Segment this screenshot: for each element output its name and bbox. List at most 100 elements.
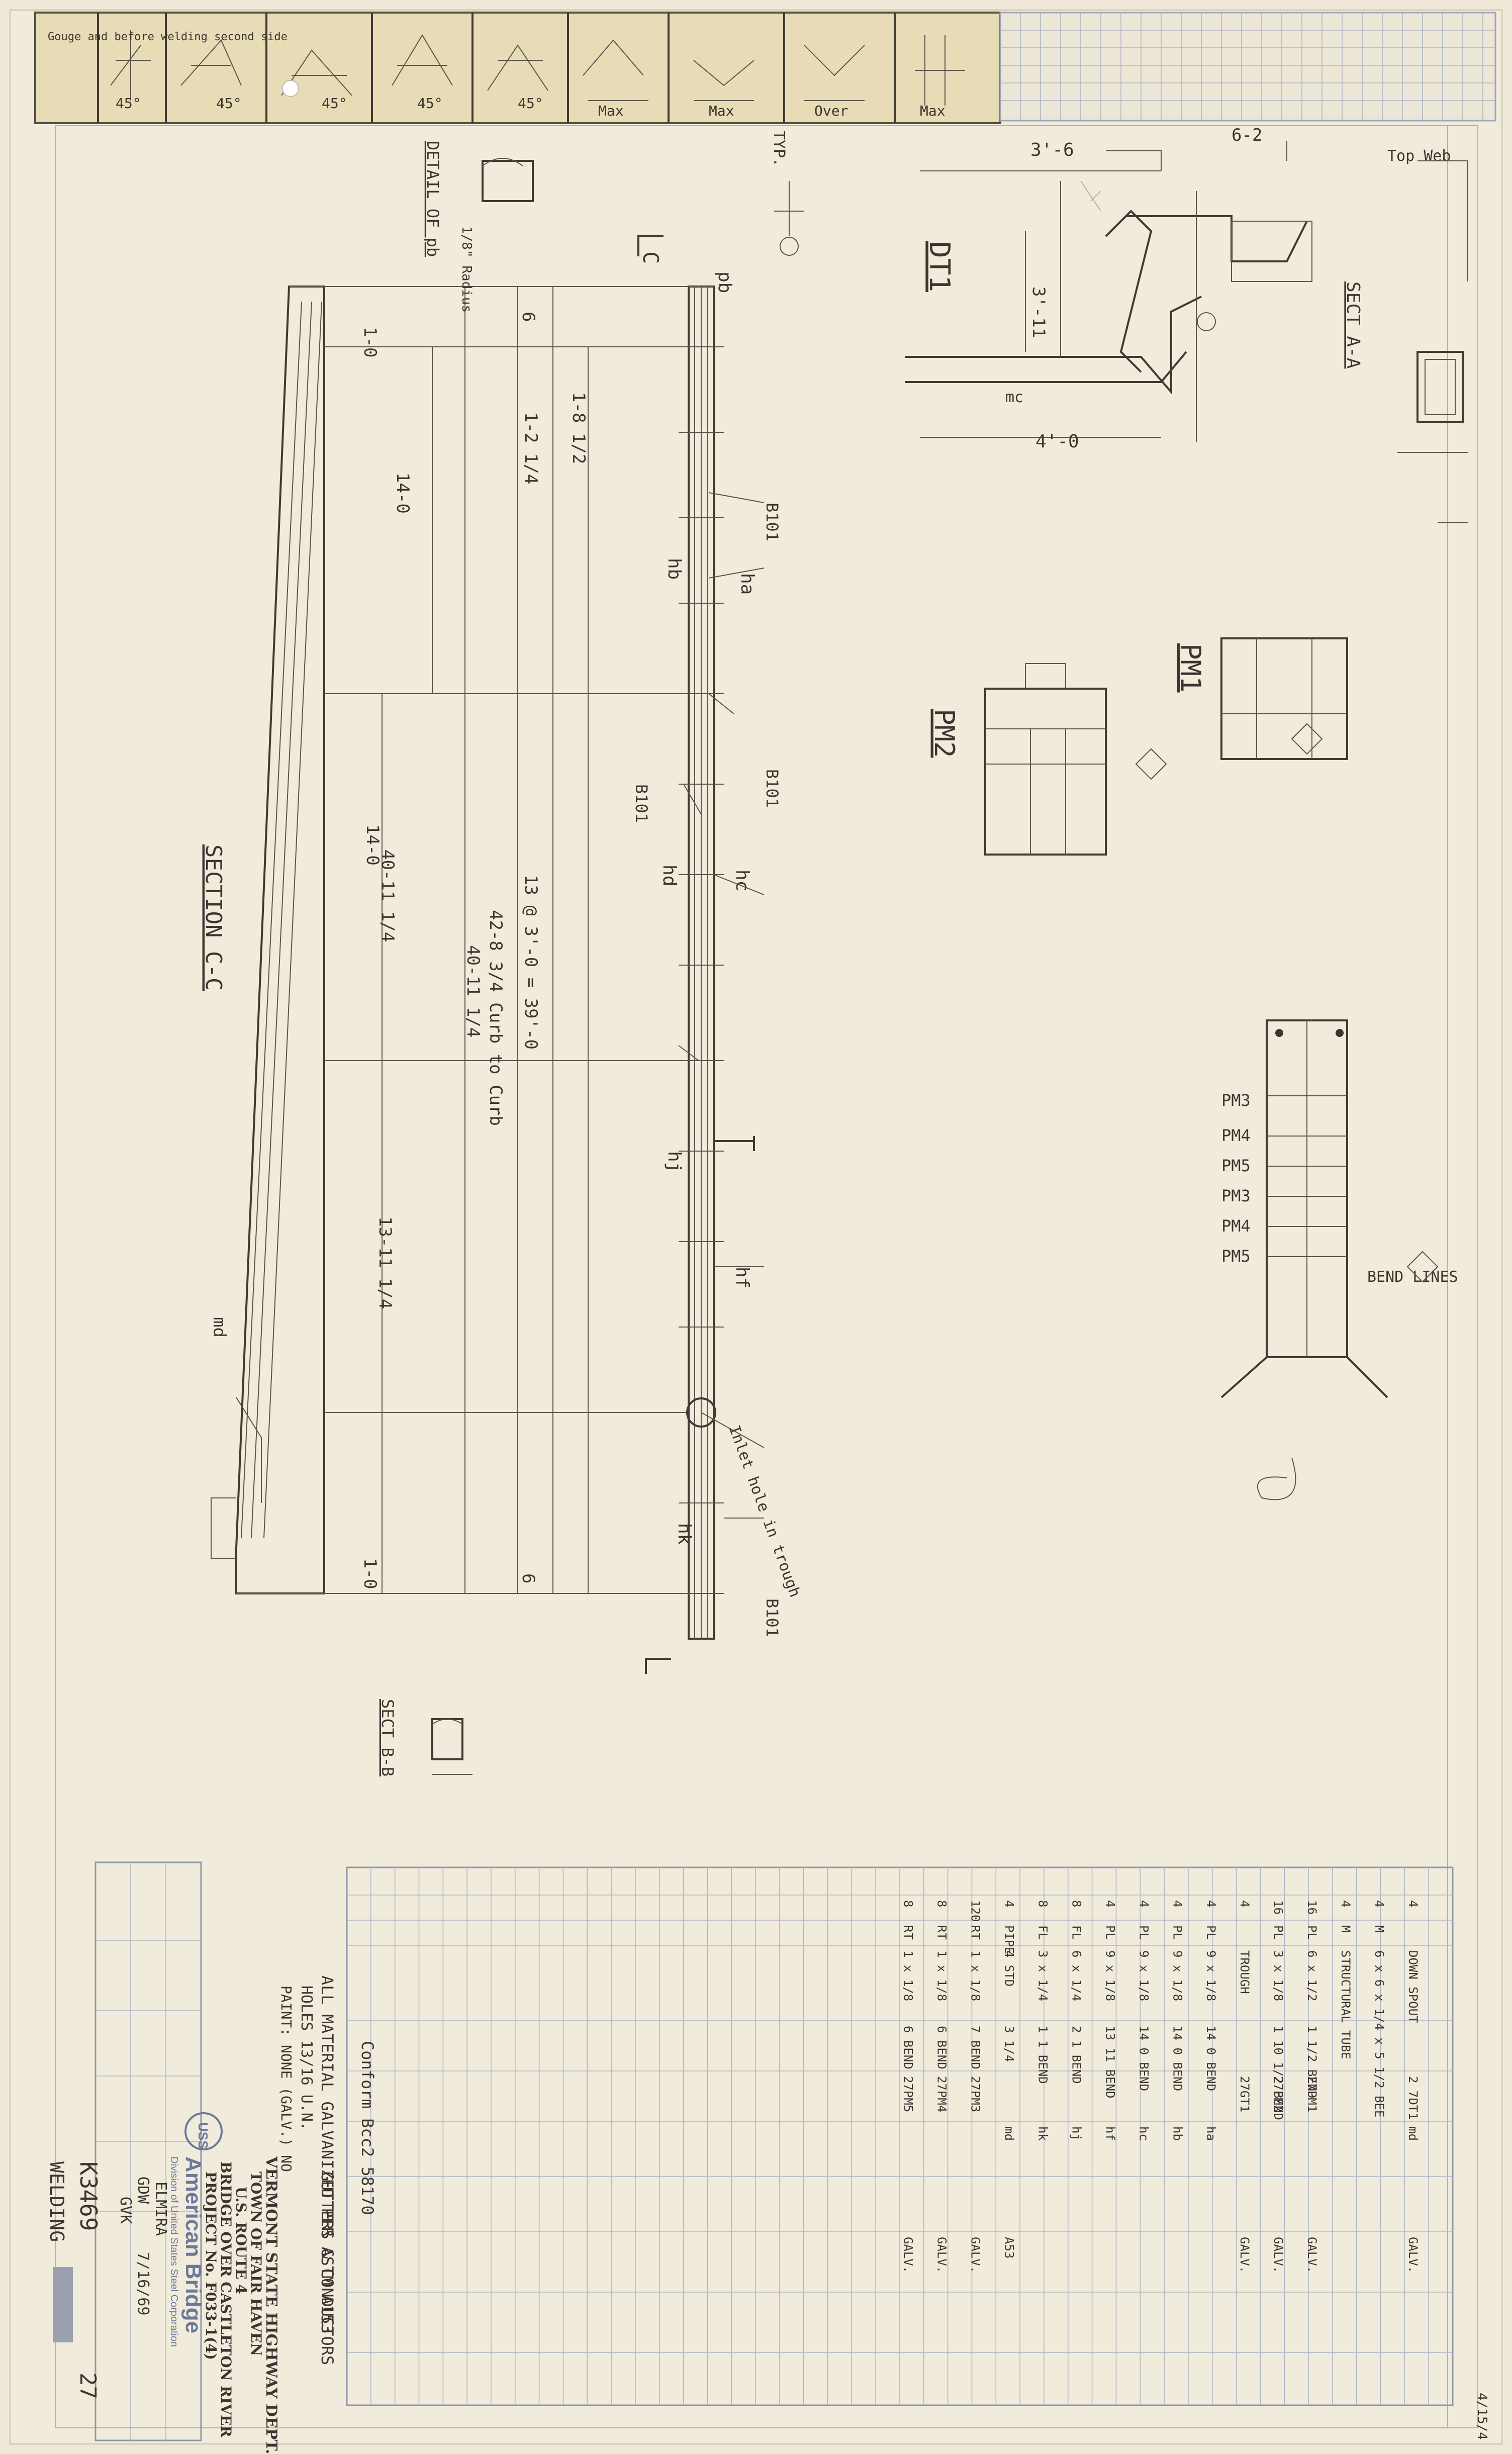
detail-pm345: PM3 PM4 PM5 PM3 PM4 PM5 BEND LINES [1220, 1019, 1458, 1500]
pm-label: PM4 [1221, 1216, 1251, 1236]
bill-cell-length: 1 1/2 BEND [1305, 2026, 1319, 2099]
bill-cell-section: 9 x 1/8 [1137, 1950, 1151, 2001]
bill-cell-qty: 8 [935, 1900, 949, 1907]
project-number: PROJECT No. F033-1(4) [203, 2172, 219, 2360]
section-mark-c: C [638, 251, 663, 264]
mark-hc: hc [732, 870, 752, 891]
bill-cell-remarks: GALV. [1305, 2237, 1319, 2273]
mark-mc: mc [1005, 389, 1023, 406]
bill-cell-section: 6 x 6 x 1/4 x 5 1/2 BEE [1372, 1950, 1386, 2117]
bill-cell-length: 14 0 BEND [1137, 2026, 1151, 2091]
bill-cell-qty: 4 [1204, 1900, 1218, 1907]
title-block: VERMONT STATE HIGHWAY DEPT. TOWN OF FAIR… [46, 1861, 1489, 2454]
bill-cell-qty: 4 [1339, 1900, 1353, 1907]
bill-cell-length: 7 BEND [969, 2026, 983, 2069]
weld-max-label: Max [920, 103, 946, 119]
bill-cell-qty: 4 [1103, 1900, 1117, 1907]
bolt-callout: B101 [763, 1598, 782, 1637]
bill-cell-section: 1 x 1/8 [935, 1950, 949, 2001]
section-aa-title: SECT A-A [1343, 281, 1363, 369]
bill-cell-assembly: hf [1103, 2126, 1117, 2141]
dim-length: 13-11 1/4 [375, 1216, 395, 1309]
dt1-dim: 3'-11 [1028, 287, 1049, 338]
bill-cell-qty: 4 [1406, 1900, 1420, 1907]
bill-cell-mark: M [1339, 1925, 1353, 1932]
bill-cell-mark: RT [935, 1925, 949, 1940]
dim-length: 40-11 1/4 [377, 850, 398, 942]
sheet-bar [53, 2267, 73, 2342]
dt1-dim: 6-2 [1232, 125, 1262, 145]
note-paint: PAINT: NONE (GALV.) NO [278, 1986, 295, 2172]
bill-cell-mark: PL [1305, 1925, 1319, 1940]
dim-length: 14-0 [393, 473, 413, 514]
bill-cell-length: 13 11 BEND [1103, 2026, 1117, 2099]
bill-cell-section: 6 x 1/2 [1305, 1950, 1319, 2001]
bill-cell-section: 9 x 1/8 [1170, 1950, 1184, 2001]
bill-cell-mark: M [1372, 1925, 1386, 1932]
dt1-dim: 4'-0 [1035, 431, 1079, 452]
weld-symbol-strip: Gouge and before welding second side 45°… [34, 12, 1001, 124]
bill-cell-assembly: hc [1137, 2126, 1151, 2141]
weld-angle-label: 45° [518, 95, 543, 112]
contract-number: K3469 [75, 2161, 102, 2231]
bill-cell-qty: 8 [901, 1900, 915, 1907]
bill-cell-shop: 27PM1 [1305, 2076, 1319, 2112]
bill-cell-assembly: hk [1035, 2126, 1050, 2141]
mark-hd: hd [659, 865, 680, 886]
dim-length: 1-2 1/4 [521, 412, 541, 484]
bolt-callout: B101 [763, 769, 782, 808]
bill-cell-section: STRUCTURAL TUBE [1339, 1950, 1353, 2059]
bill-cell-length: 2 1 BEND [1069, 2026, 1083, 2084]
bill-cell-mark: PIPE [1002, 1925, 1016, 1954]
typ-label: TYP. [770, 131, 788, 167]
pm-label: PM5 [1221, 1156, 1251, 1175]
bill-cell-section: 6 x 1/4 [1069, 1950, 1083, 2001]
bill-cell-assembly: md [1406, 2126, 1420, 2141]
weld-over-label: Over [814, 103, 848, 119]
route: U.S. ROUTE 4 [233, 2187, 249, 2294]
mark-hk: hk [674, 1523, 695, 1545]
section-cc-title: SECTION C-C [201, 844, 226, 991]
weld-angle-label: 45° [216, 95, 242, 112]
bill-cell-mark: FL [1035, 1925, 1050, 1940]
plant: ELMIRA [152, 2182, 169, 2236]
bill-cell-assembly: hj [1069, 2126, 1083, 2141]
drawn-by: GDW [134, 2177, 152, 2204]
sheet-number: 27 [75, 2373, 101, 2399]
bill-cell-assembly: hb [1170, 2126, 1184, 2141]
dim-length: 6 [518, 312, 538, 322]
bill-cell-remarks: GALV. [935, 2237, 949, 2273]
bill-cell-qty: 16 [1271, 1900, 1285, 1915]
section-bb: SECT B-B [378, 1699, 472, 1776]
bill-cell-remarks: GALV. [1238, 2237, 1252, 2273]
mark-ha: ha [737, 573, 758, 595]
weld-max-label: Max [598, 103, 624, 119]
pm-label: PM5 [1221, 1247, 1251, 1266]
dt1-title: DT1 [923, 241, 956, 292]
note-holes: HOLES 13/16 U.N. [298, 1986, 315, 2131]
bill-cell-shop: 27PM4 [935, 2076, 949, 2112]
dim-length: 1-8 1/2 [569, 392, 589, 464]
bill-cell-mark: PL [1103, 1925, 1117, 1940]
punch-hole [282, 80, 299, 97]
bill-cell-remarks: GALV. [901, 2237, 915, 2273]
bill-cell-mark: RT [969, 1925, 983, 1940]
section-bb-title: SECT B-B [378, 1699, 397, 1776]
top-web-label: Top Web [1387, 147, 1451, 165]
detail-pb: DETAIL OF pb 1/8" Radius [423, 141, 534, 313]
mark-hj: hj [664, 1151, 685, 1173]
division-name: Division of United States Steel Corporat… [168, 2156, 179, 2347]
bill-cell-length: 14 0 BEND [1204, 2026, 1218, 2091]
bill-cell-remarks: GALV. [1406, 2237, 1420, 2273]
bill-cell-qty: 120 [969, 1900, 983, 1922]
bill-cell-section: 1 x 1/8 [901, 1950, 915, 2001]
bill-cell-section: 3 x 1/4 [1035, 1950, 1050, 2001]
bill-cell-length: 1 10 1/2 BEND [1271, 2026, 1285, 2120]
